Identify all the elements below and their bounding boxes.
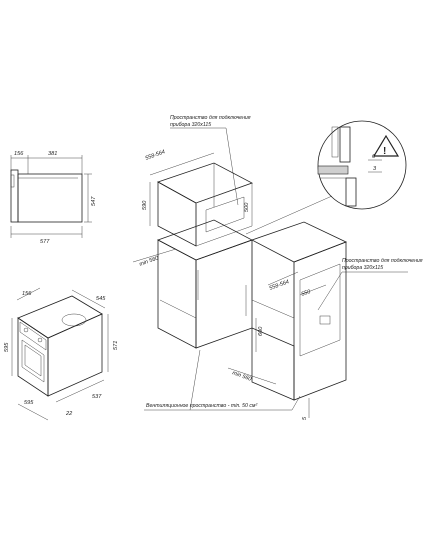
lower-connection-note: Пространство для подключения прибора 320… <box>317 258 423 311</box>
svg-text:!: ! <box>383 146 386 157</box>
detail-dim-6: 6 <box>372 154 376 160</box>
front-dim-595-height: 595 <box>4 342 10 352</box>
side-dim-547: 547 <box>91 196 97 206</box>
side-dim-156: 156 <box>14 151 24 157</box>
lower-note-line-2: прибора 320х115 <box>342 265 383 271</box>
cabinet-assembly: 558-564 590 500 min 560 558-564 550 600 … <box>132 149 348 420</box>
cabinet-top-width: 558-564 <box>145 149 166 162</box>
cabinet-lower-height-600: 600 <box>258 326 264 336</box>
side-dim-381: 381 <box>48 151 57 157</box>
cabinet-lower-depth-550: 550 <box>301 289 313 298</box>
lower-note-line-1: Пространство для подключения <box>342 258 423 264</box>
front-dim-545: 545 <box>96 296 106 302</box>
ventilation-note-text: Вентиляционное пространство - min. 50 см… <box>146 403 257 409</box>
side-dim-577: 577 <box>40 239 50 245</box>
front-dim-156: 156 <box>22 291 32 297</box>
top-note-line-1: Пространство для подключения <box>170 115 251 121</box>
warning-triangle-icon: ! <box>372 134 400 157</box>
detail-dim-3: 3 <box>373 166 377 172</box>
front-dim-22: 22 <box>65 411 73 417</box>
top-note-line-2: прибора 320х115 <box>170 122 211 128</box>
cabinet-lower-gap-5: 5 <box>302 416 308 420</box>
front-dim-537: 537 <box>92 394 102 400</box>
oven-front-view: 156 545 595 571 595 537 22 <box>4 287 119 421</box>
cabinet-lower-width: 558-564 <box>269 279 290 292</box>
front-dim-571: 571 <box>113 341 119 350</box>
top-connection-note: Пространство для подключения прибора 320… <box>170 115 251 206</box>
installation-detail-circle: 6 3 ! <box>245 120 407 235</box>
side-view: 156 381 547 577 <box>10 151 97 245</box>
front-dim-595-width: 595 <box>24 400 34 406</box>
ventilation-note: Вентиляционное пространство - min. 50 см… <box>144 349 301 411</box>
cabinet-top-height: 590 <box>142 200 148 210</box>
cabinet-niche-500: 500 <box>244 202 250 212</box>
cabinet-lower-depth-min: min 560 <box>231 370 253 383</box>
